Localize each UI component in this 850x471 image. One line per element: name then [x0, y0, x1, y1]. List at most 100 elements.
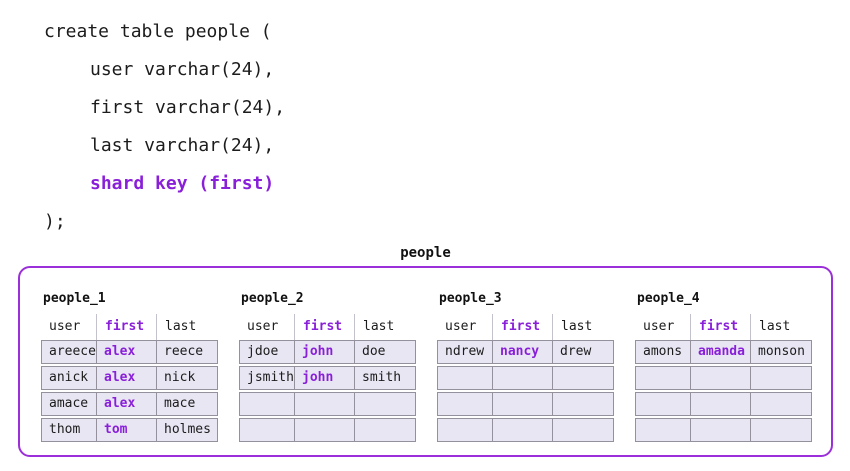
shard-table-people-2: people_2 user first last jdoe john doe j… — [239, 291, 416, 455]
cell-first: alex — [96, 367, 156, 389]
cell-first — [492, 393, 552, 415]
code-line-create: create table people ( — [44, 21, 272, 42]
shard-table-people-1: people_1 user first last areece alex ree… — [41, 291, 218, 455]
cell-user: ndrew — [445, 344, 485, 359]
code-line-shard-key: shard key (first) — [90, 173, 275, 194]
table-header: user first last — [41, 314, 218, 340]
cell-last — [750, 367, 811, 389]
cell-user — [636, 367, 690, 389]
cell-user: jdoe — [247, 344, 279, 359]
code-line-last: last varchar(24), — [90, 135, 275, 156]
cell-last — [552, 393, 613, 415]
cell-last: holmes — [156, 419, 217, 441]
cell-last: doe — [354, 341, 415, 363]
column-header-user: user — [643, 319, 675, 334]
table-header: user first last — [437, 314, 614, 340]
cell-first — [690, 367, 750, 389]
cell-user — [438, 419, 492, 441]
cell-first: nancy — [492, 341, 552, 363]
cell-user — [240, 419, 294, 441]
cell-last — [552, 367, 613, 389]
cell-user: anick — [49, 370, 89, 385]
cell-last: reece — [156, 341, 217, 363]
cell-user — [438, 393, 492, 415]
table-row — [239, 392, 416, 416]
table-row: amons amanda monson — [635, 340, 812, 364]
column-header-user: user — [247, 319, 279, 334]
cell-first: amanda — [690, 341, 750, 363]
diagram-title: people — [400, 245, 451, 261]
table-grid: areece alex reece anick alex nick amace … — [41, 340, 218, 442]
cell-first — [690, 393, 750, 415]
column-header-first: first — [690, 314, 750, 340]
cell-first: john — [294, 367, 354, 389]
cell-user: jsmith — [247, 370, 294, 385]
cell-first: alex — [96, 393, 156, 415]
cell-last: mace — [156, 393, 217, 415]
table-row: jdoe john doe — [239, 340, 416, 364]
cell-first — [690, 419, 750, 441]
code-line-first: first varchar(24), — [90, 97, 286, 118]
cell-user — [636, 393, 690, 415]
column-header-first: first — [294, 314, 354, 340]
cell-user — [636, 419, 690, 441]
table-row: ndrew nancy drew — [437, 340, 614, 364]
cell-first — [492, 419, 552, 441]
cell-first: alex — [96, 341, 156, 363]
cell-user — [240, 393, 294, 415]
column-header-last: last — [750, 314, 812, 340]
cell-last: smith — [354, 367, 415, 389]
cell-last — [750, 419, 811, 441]
table-header: user first last — [239, 314, 416, 340]
table-row — [635, 366, 812, 390]
shard-diagram: people people_1 user first last areece a… — [18, 245, 833, 457]
table-row — [635, 418, 812, 442]
table-row: amace alex mace — [41, 392, 218, 416]
column-header-user: user — [445, 319, 477, 334]
table-title: people_2 — [241, 291, 304, 306]
shard-box: people_1 user first last areece alex ree… — [18, 266, 833, 457]
cell-last — [354, 419, 415, 441]
table-row: anick alex nick — [41, 366, 218, 390]
cell-user: amons — [643, 344, 683, 359]
table-row: thom tom holmes — [41, 418, 218, 442]
cell-first — [294, 393, 354, 415]
table-row — [437, 392, 614, 416]
table-row — [239, 418, 416, 442]
cell-last — [354, 393, 415, 415]
column-header-first: first — [96, 314, 156, 340]
cell-user: areece — [49, 344, 96, 359]
table-row — [437, 418, 614, 442]
table-title: people_3 — [439, 291, 502, 306]
cell-user — [438, 367, 492, 389]
column-header-user: user — [49, 319, 81, 334]
cell-last — [552, 419, 613, 441]
table-grid: amons amanda monson — [635, 340, 812, 442]
code-line-close: ); — [44, 211, 66, 232]
column-header-last: last — [552, 314, 614, 340]
cell-last: drew — [552, 341, 613, 363]
table-row — [635, 392, 812, 416]
table-row — [437, 366, 614, 390]
cell-first: tom — [96, 419, 156, 441]
cell-first — [294, 419, 354, 441]
sql-code-block: create table people ( user varchar(24), … — [44, 13, 285, 241]
cell-last: nick — [156, 367, 217, 389]
cell-first — [492, 367, 552, 389]
table-title: people_4 — [637, 291, 700, 306]
code-line-user: user varchar(24), — [90, 59, 275, 80]
column-header-first: first — [492, 314, 552, 340]
column-header-last: last — [354, 314, 416, 340]
table-grid: jdoe john doe jsmith john smith — [239, 340, 416, 442]
shard-table-people-3: people_3 user first last ndrew nancy dre… — [437, 291, 614, 455]
cell-last: monson — [750, 341, 811, 363]
column-header-last: last — [156, 314, 218, 340]
table-header: user first last — [635, 314, 812, 340]
table-row: jsmith john smith — [239, 366, 416, 390]
cell-user: thom — [49, 422, 81, 437]
cell-first: john — [294, 341, 354, 363]
shard-table-people-4: people_4 user first last amons amanda mo… — [635, 291, 812, 455]
table-title: people_1 — [43, 291, 106, 306]
table-grid: ndrew nancy drew — [437, 340, 614, 442]
